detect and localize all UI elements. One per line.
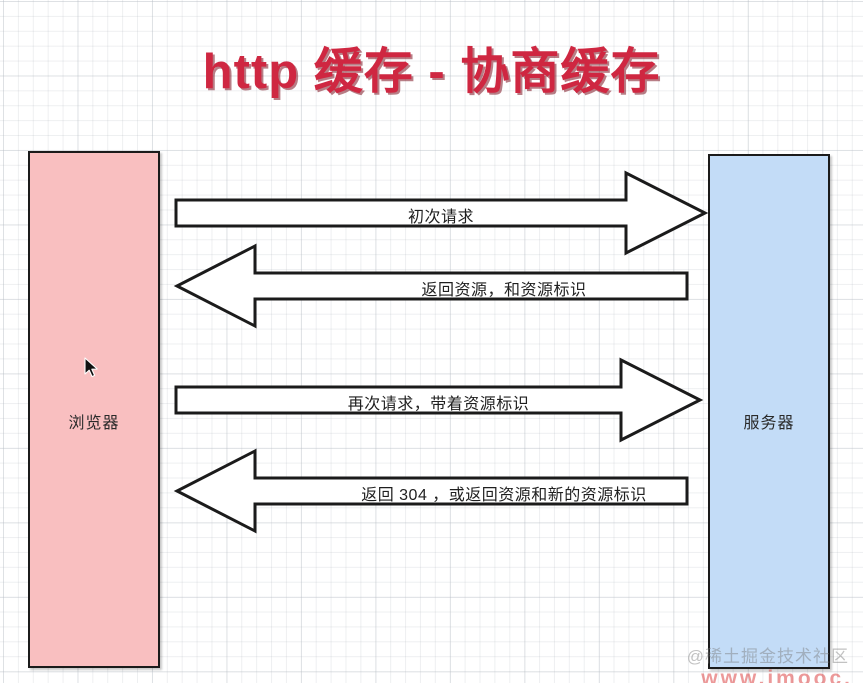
- arrow-return-304: 返回 304 ，或返回资源和新的资源标识: [173, 448, 690, 534]
- server-node-label: 服务器: [743, 415, 795, 432]
- server-node: 服务器: [708, 154, 830, 669]
- watermark-url: www.imooc.: [701, 667, 853, 683]
- arrow-return-resource: 返回资源，和资源标识: [173, 243, 690, 329]
- watermark-community: @稀土掘金技术社区: [686, 647, 849, 666]
- browser-node: 浏览器: [28, 151, 160, 668]
- page-title: http 缓存 - 协商缓存: [202, 45, 661, 99]
- arrow-second-request: 再次请求，带着资源标识: [174, 357, 704, 443]
- mouse-cursor-icon: [84, 357, 100, 379]
- browser-node-label: 浏览器: [68, 415, 120, 432]
